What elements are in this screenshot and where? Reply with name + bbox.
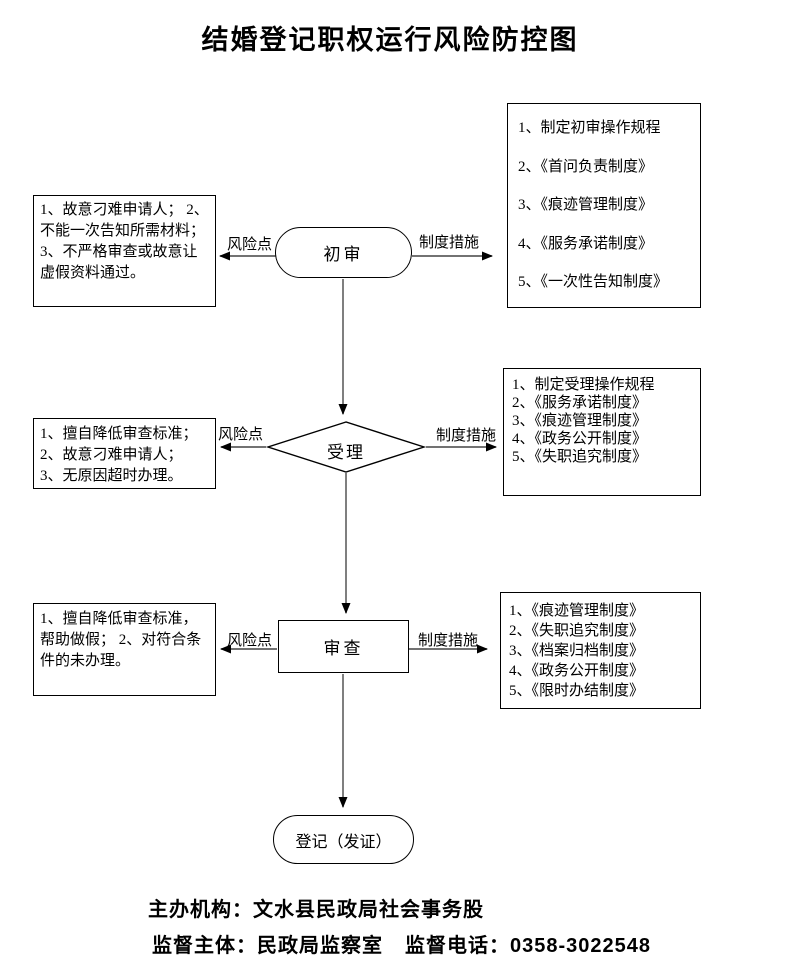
footer-supervision: 监督主体：民政局监察室监督电话：0358-3022548: [152, 929, 651, 958]
risk-item: 1、擅自降低审查标准；: [40, 426, 198, 442]
measure-item: 5、《限时办结制度》: [509, 683, 645, 699]
measure-item: 3、《痕迹管理制度》: [518, 197, 654, 213]
risk-item: 3、无原因超时办理。: [40, 468, 183, 484]
measure-item: 3、《痕迹管理制度》: [512, 413, 648, 429]
risk-point-label: 风险点: [218, 427, 264, 443]
footer-supervisor: 监督主体：民政局监察室: [152, 935, 383, 957]
measure-label: 制度措施: [436, 428, 497, 444]
accept-diamond-shape: [265, 421, 427, 473]
risk-box-accept: 1、擅自降低审查标准； 2、故意刁难申请人； 3、无原因超时办理。: [33, 418, 216, 489]
measure-label: 制度措施: [419, 235, 480, 251]
measure-item: 2、《首问负责制度》: [518, 158, 654, 175]
footer-organizer: 主办机构：文水县民政局社会事务股: [148, 899, 484, 921]
risk-item: 2、对符合条件的未办理。: [40, 632, 202, 669]
node-accept-label: 受理: [327, 443, 365, 462]
measure-item: 3、《档案归档制度》: [509, 643, 645, 659]
measure-item: 4、《政务公开制度》: [512, 431, 648, 447]
measure-item: 5、《一次性告知制度》: [518, 274, 669, 290]
measure-item: 2、《失职追究制度》: [509, 623, 645, 639]
measure-item: 2、《服务承诺制度》: [512, 395, 648, 411]
measure-box-review: 1、《痕迹管理制度》 2、《失职追究制度》 3、《档案归档制度》 4、《政务公开…: [500, 592, 701, 709]
node-examination: 审查: [278, 620, 409, 673]
risk-point-label: 风险点: [227, 633, 273, 649]
risk-item: 1、故意刁难申请人；: [40, 202, 183, 218]
risk-box-initial: 1、故意刁难申请人； 2、不能一次告知所需材料； 3、不严格审查或故意让虚假资料…: [33, 195, 216, 307]
risk-point-label: 风险点: [227, 237, 273, 253]
page-title: 结婚登记职权运行风险防控图: [201, 25, 579, 55]
measure-box-initial: 1、制定初审操作规程 2、《首问负责制度》 3、《痕迹管理制度》 4、《服务承诺…: [507, 103, 701, 308]
risk-item: 2、不能一次告知所需材料；: [40, 202, 209, 239]
measure-label: 制度措施: [418, 633, 479, 649]
risk-box-review: 1、擅自降低审查标准，帮助做假； 2、对符合条件的未办理。: [33, 603, 216, 696]
risk-item: 3、不严格审查或故意让虚假资料通过。: [40, 244, 198, 281]
measure-item: 1、《痕迹管理制度》: [509, 603, 645, 619]
measure-box-accept: 1、制定受理操作规程 2、《服务承诺制度》 3、《痕迹管理制度》 4、《政务公开…: [503, 368, 701, 496]
measure-item: 4、《服务承诺制度》: [518, 235, 654, 252]
measure-item: 1、制定初审操作规程: [518, 120, 661, 136]
risk-item: 2、故意刁难申请人；: [40, 447, 183, 463]
node-initial-review: 初审: [275, 227, 412, 278]
risk-item: 1、擅自降低审查标准，帮助做假；: [40, 611, 198, 648]
measure-item: 5、《失职追究制度》: [512, 449, 648, 465]
measure-item: 4、《政务公开制度》: [509, 663, 645, 679]
node-register-certificate: 登记（发证）: [273, 815, 414, 864]
footer-phone: 监督电话：0358-3022548: [405, 935, 652, 957]
measure-item: 1、制定受理操作规程: [512, 377, 655, 393]
